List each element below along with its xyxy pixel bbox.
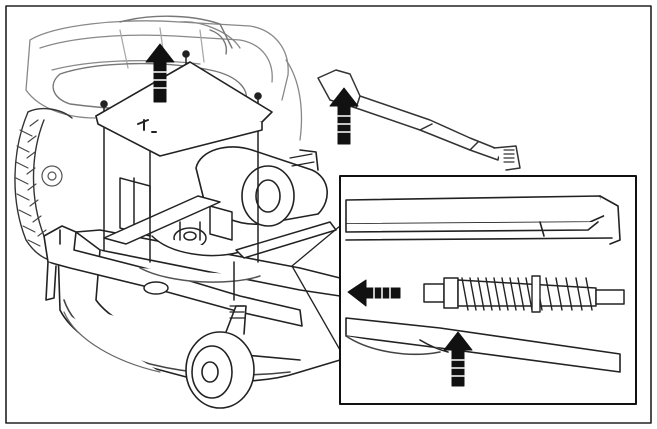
tire-tread [15,119,47,247]
up-arrow-icon [443,331,473,387]
inset-leader-lines [291,225,341,351]
deck-motor [195,146,328,227]
detail-inset [339,175,637,405]
spring-coils [461,275,593,313]
spring-pin [423,277,625,309]
up-arrow-icon [145,43,175,103]
hub [41,165,63,187]
front-wheel [185,305,255,409]
spring-right [503,149,515,163]
cover-plate [95,50,273,157]
